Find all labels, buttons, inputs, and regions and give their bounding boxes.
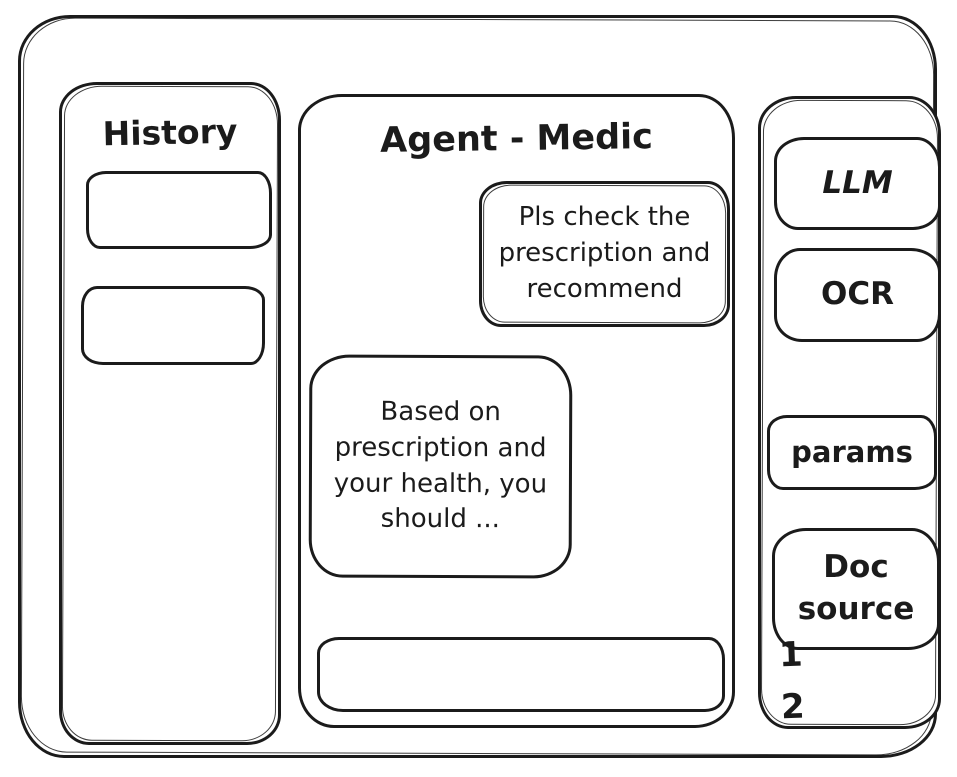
- history-item[interactable]: [81, 286, 265, 365]
- llm-button[interactable]: LLM: [774, 137, 941, 230]
- params-button[interactable]: params: [767, 415, 937, 490]
- doc-source-button[interactable]: Doc source: [772, 528, 940, 650]
- doc-source-item-2[interactable]: 2: [780, 686, 806, 728]
- history-sidebar: History: [59, 82, 281, 745]
- app-window: History Agent - Medic Pls check the pres…: [18, 15, 941, 758]
- chat-title: Agent - Medic: [379, 117, 654, 161]
- user-message-text: Pls check the prescription and recommend: [498, 202, 711, 304]
- assistant-message-text: Based on prescription and your health, y…: [333, 396, 548, 535]
- doc-source-item-1[interactable]: 1: [778, 634, 804, 676]
- history-item[interactable]: [86, 171, 272, 249]
- history-title: History: [102, 111, 238, 154]
- chat-panel: Agent - Medic Pls check the prescription…: [298, 94, 735, 728]
- tools-sidebar: LLM OCR params Doc source 1 2: [758, 96, 941, 729]
- assistant-message-bubble: Based on prescription and your health, y…: [308, 354, 573, 579]
- user-message-bubble: Pls check the prescription and recommend: [479, 181, 730, 327]
- ocr-button[interactable]: OCR: [774, 248, 941, 342]
- message-input[interactable]: [317, 637, 725, 712]
